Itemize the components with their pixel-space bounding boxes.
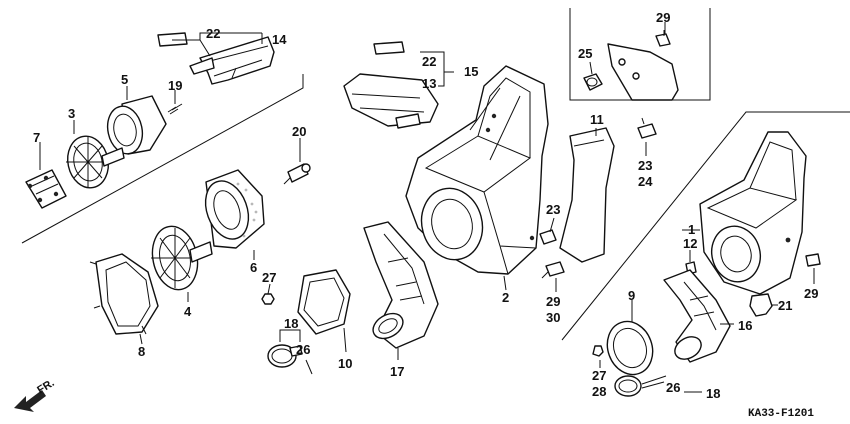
callout-6: 6 [250,260,257,275]
part-housing-2 [405,65,549,275]
callout-23-center: 23 [546,202,560,217]
callout-19: 19 [168,78,182,93]
part-bolt-20 [283,163,311,185]
callout-30: 30 [546,310,560,325]
callout-13: 13 [422,76,436,91]
callout-22-center: 22 [422,54,436,69]
callout-3: 3 [68,106,75,121]
callout-5: 5 [121,72,128,87]
callout-24: 24 [638,174,653,189]
callout-29-top: 29 [656,10,670,25]
callout-29-right: 29 [804,286,818,301]
callout-11: 11 [590,112,604,127]
part-plate-top-right [607,43,679,101]
part-bolt-29-right [805,253,821,267]
callout-8: 8 [138,344,145,359]
callout-17: 17 [390,364,404,379]
part-bolt-23-right [637,117,657,139]
leader-lines [39,22,815,393]
part-case-8 [89,253,159,335]
part-gasket-9 [606,320,654,376]
part-sticker-center [373,41,405,55]
callout-27-right: 27 [592,368,606,383]
part-nut-27-right [592,345,604,357]
callout-29-center: 29 [546,294,560,309]
callout-7: 7 [33,130,40,145]
diagram-code: KA33-F1201 [748,408,814,420]
part-bolt-23-center [539,229,557,245]
callout-2: 2 [502,290,509,305]
callout-4: 4 [184,304,192,319]
callout-9: 9 [628,288,635,303]
part-lid-13 [343,73,439,129]
part-cover-14 [189,36,275,85]
callout-27-left: 27 [262,270,276,285]
callout-18-right: 18 [706,386,720,401]
callout-26-right: 26 [666,380,680,395]
callout-10: 10 [338,356,352,371]
part-element-5 [106,95,167,155]
callout-21: 21 [778,298,792,313]
callout-20: 20 [292,124,306,139]
part-bolt-29-center [541,261,565,279]
part-bolt-29-top [655,30,671,47]
part-guard-11 [559,127,615,263]
callout-22-left: 22 [206,26,220,41]
callout-14: 14 [272,32,287,47]
part-duct-16 [663,269,731,363]
callout-28: 28 [592,384,606,399]
part-gasket-10 [297,269,351,335]
callout-16: 16 [738,318,752,333]
part-clamp-left [267,344,313,375]
callout-15: 15 [464,64,478,79]
callout-25: 25 [578,46,592,61]
part-screw-19 [167,103,183,115]
callout-26-left: 26 [296,342,310,357]
callout-18-left: 18 [284,316,298,331]
callout-1: 1 [688,222,695,237]
part-cap-21 [749,293,773,317]
part-grommet-25 [583,73,603,91]
part-housing-1 [699,131,807,295]
part-clamp-right [614,375,667,397]
part-duct-17 [363,221,439,349]
part-nut-27-left [261,293,275,305]
part-grille-3 [66,135,125,189]
callout-12: 12 [683,236,697,251]
part-element-6 [204,169,265,249]
divider-right [561,111,850,341]
part-grille-4 [151,225,213,291]
callout-labels: 1 2 3 4 5 6 7 8 9 10 11 12 13 14 15 16 1… [33,10,818,420]
divider-left [21,74,304,244]
callout-23-right: 23 [638,158,652,173]
front-direction-arrow [14,390,46,412]
part-plate-7 [25,169,67,209]
